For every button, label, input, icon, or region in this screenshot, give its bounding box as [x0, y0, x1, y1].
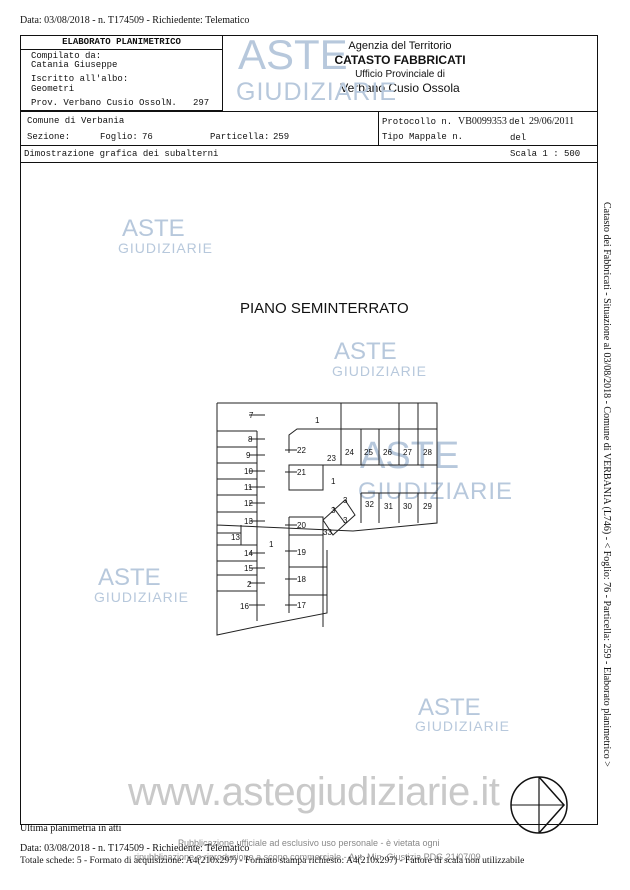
watermark-sub-3: GIUDIZIARIE [358, 478, 514, 505]
watermark-sub-1: GIUDIZIARIE [118, 240, 214, 256]
publication-notice-1: Pubblicazione ufficiale ad esclusivo uso… [178, 838, 440, 848]
watermark-brand-1: ASTE [122, 215, 185, 242]
unit-label: 25 [364, 448, 373, 457]
last-plan-text: Ultima planimetria in atti [20, 823, 122, 834]
divider-row3-bottom [20, 162, 598, 163]
compiled-name: Catania Giuseppe [31, 60, 118, 70]
unit-label: 28 [423, 448, 432, 457]
unit-label: 27 [403, 448, 412, 457]
particella-label: Particella: [210, 132, 270, 142]
unit-label: 13 [231, 533, 240, 542]
unit-label: 20 [297, 521, 306, 530]
watermark-brand-4: ASTE [98, 564, 161, 591]
protocollo-del-value: 29/06/2011 [529, 116, 575, 127]
particella-value: 259 [273, 132, 290, 142]
unit-label: 3 [343, 496, 348, 505]
side-catasto-text: Catasto dei Fabbricati - Situazione al 0… [601, 202, 612, 767]
registered-label: Iscritto all'albo: [31, 74, 129, 84]
unit-label: 3 [331, 506, 336, 515]
unit-label: 33 [323, 528, 332, 537]
unit-label: 17 [297, 601, 306, 610]
agency-line3: Ufficio Provinciale di [355, 69, 445, 80]
watermark-brand-header: ASTE [238, 31, 348, 78]
protocollo-del-label: del [509, 117, 526, 127]
divider-vertical [378, 111, 379, 145]
watermark-sub-4: GIUDIZIARIE [94, 589, 190, 605]
unit-label: 29 [423, 502, 432, 511]
divider-row3-top [20, 145, 598, 146]
north-arrow-icon [510, 776, 568, 834]
floor-plan: 7 1 8 9 10 11 12 13 13 14 15 2 16 22 21 … [216, 402, 438, 636]
watermark-sub-2: GIUDIZIARIE [332, 363, 428, 379]
unit-label: 8 [248, 435, 253, 444]
unit-label: 1 [331, 477, 336, 486]
unit-label: 10 [244, 467, 253, 476]
protocollo-value: VB0099353 [458, 116, 507, 127]
unit-label: 19 [297, 548, 306, 557]
footer-data-line: Data: 03/08/2018 - n. T174509 - Richiede… [20, 843, 250, 854]
header-line: Data: 03/08/2018 - n. T174509 - Richiede… [20, 15, 250, 26]
registered-value: Geometri [31, 84, 75, 94]
protocollo-label: Protocollo n. [382, 117, 453, 127]
agency-block: Agenzia del Territorio CATASTO FABBRICAT… [320, 40, 480, 95]
prov-label: Prov. Verbano Cusio Ossol [31, 98, 167, 108]
document-frame [20, 35, 598, 825]
dimostrazione-text: Dimostrazione grafica dei subalterni [24, 149, 219, 159]
unit-label: 24 [345, 448, 354, 457]
unit-label: 13 [244, 517, 253, 526]
unit-label: 2 [247, 580, 252, 589]
agency-line2: CATASTO FABBRICATI [334, 53, 466, 67]
watermark-brand-5: ASTE [418, 694, 481, 721]
unit-label: 30 [403, 502, 412, 511]
unit-label: 21 [297, 468, 306, 477]
watermark-website: www.astegiudiziarie.it [128, 770, 500, 814]
unit-label: 1 [269, 540, 274, 549]
unit-label: 3 [343, 516, 348, 525]
watermark-brand-3: ASTE [360, 435, 460, 477]
sezione-label: Sezione: [27, 132, 71, 142]
prov-n-value: 297 [193, 98, 210, 108]
tipo-mappale-label: Tipo Mappale n. [382, 132, 464, 142]
unit-label: 23 [327, 454, 336, 463]
unit-label: 16 [240, 602, 249, 611]
unit-label: 11 [244, 483, 253, 492]
unit-label: 7 [249, 411, 254, 420]
publication-notice-2: ripubblicazione o riproduzione a scopo c… [134, 852, 481, 862]
foglio-value: 76 [142, 132, 153, 142]
unit-label: 14 [244, 549, 253, 558]
unit-label: 12 [244, 499, 253, 508]
watermark-sub-5: GIUDIZIARIE [415, 718, 511, 734]
divider-row1-top [20, 111, 598, 112]
watermark-sub-header: GIUDIZIARIE [236, 78, 398, 106]
unit-label: 22 [297, 446, 306, 455]
unit-label: 26 [383, 448, 392, 457]
scala-text: Scala 1 : 500 [510, 149, 581, 159]
unit-label: 32 [365, 500, 374, 509]
unit-label: 9 [246, 451, 251, 460]
foglio-label: Foglio: [100, 132, 138, 142]
compiled-label: Compilato da: [31, 51, 102, 61]
unit-label: 31 [384, 502, 393, 511]
compiled-box-title: ELABORATO PLANIMETRICO [21, 36, 222, 50]
unit-label: 15 [244, 564, 253, 573]
agency-line1: Agenzia del Territorio [348, 40, 452, 52]
compiled-box: ELABORATO PLANIMETRICO Compilato da: Cat… [20, 35, 223, 111]
watermark-brand-2: ASTE [334, 338, 397, 365]
prov-n-label: N. [166, 98, 177, 108]
unit-label: 18 [297, 575, 306, 584]
floor-title: PIANO SEMINTERRATO [240, 300, 409, 317]
tipo-del-label: del [510, 133, 527, 143]
comune-text: Comune di Verbania [27, 116, 125, 126]
footer-totale-line: Totale schede: 5 - Formato di acquisizio… [20, 856, 525, 866]
agency-line4: Verbano Cusio Ossola [340, 81, 460, 95]
unit-label: 1 [315, 416, 320, 425]
